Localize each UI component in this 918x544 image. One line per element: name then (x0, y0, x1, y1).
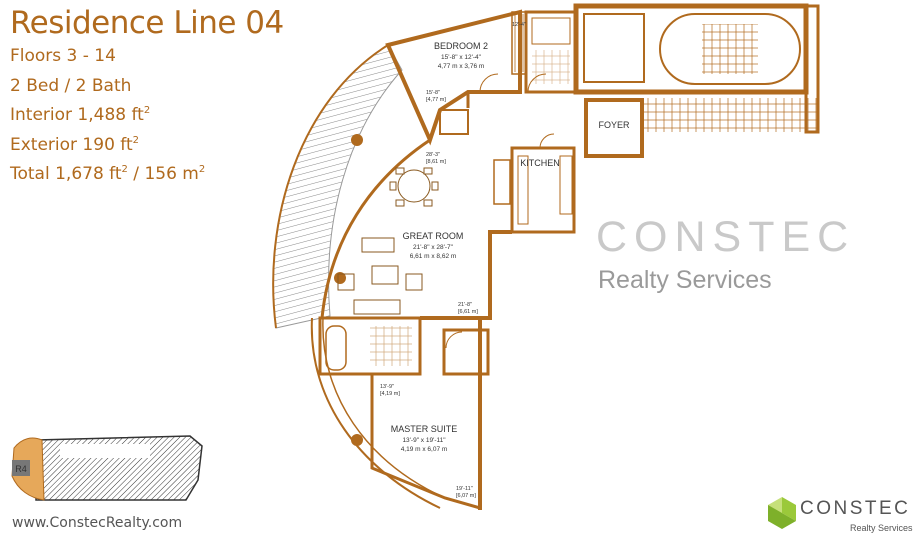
bedroom-2-walls (385, 9, 522, 146)
column (351, 134, 363, 146)
dim-label: [4,77 m] (426, 97, 446, 103)
great-room-label: GREAT ROOM (403, 231, 464, 241)
balcony-outer-edge (272, 44, 389, 329)
total-area: Total 1,678 ft2 / 156 m2 (10, 160, 284, 190)
master-suite-metric: 4,19 m x 6,07 m (401, 446, 448, 453)
dim-label: 15'-8" (426, 90, 440, 96)
exterior-text: Exterior 190 ft (10, 134, 133, 155)
interior-area: Interior 1,488 ft2 (10, 101, 284, 131)
great-room-east-wall (420, 230, 512, 320)
great-room-metric: 6,61 m x 8,62 m (410, 253, 457, 260)
great-room-curved-wall (320, 138, 431, 319)
bedroom-2-label: BEDROOM 2 (434, 41, 488, 51)
great-room-imperial: 21'-8" x 28'-7" (413, 244, 454, 251)
master-bath-walls (318, 316, 422, 376)
dim-label: 28'-3" (426, 152, 440, 158)
kitchen-label: KITCHEN (520, 158, 560, 168)
master-suite-label: MASTER SUITE (391, 424, 458, 434)
dim-label: [6,07 m] (456, 493, 476, 499)
dim-label: 19'-11" (456, 486, 473, 492)
total-metric: / 156 m (127, 164, 199, 184)
bedroom-2-metric: 4,77 m x 3,76 m (438, 63, 485, 70)
exterior-area: Exterior 190 ft2 (10, 131, 284, 161)
key-plan: R4 (11, 435, 203, 501)
dim-label: 21'-8" (458, 302, 472, 308)
sup: 2 (143, 105, 151, 116)
living-furniture (337, 237, 423, 315)
dim-label: 13'-9" (380, 384, 394, 390)
sup: 2 (121, 164, 128, 175)
dim-label: [6,61 m] (458, 309, 478, 315)
inner-arc-lower (322, 317, 446, 499)
stair-well (659, 13, 801, 85)
total-text: Total 1,678 ft (10, 164, 122, 184)
column (351, 434, 363, 446)
dim-label: 12'-4" (512, 22, 526, 28)
outer-arc-lower (310, 317, 441, 509)
website-link[interactable]: www.ConstecRealty.com (12, 515, 183, 531)
dining-set (389, 167, 439, 207)
core-walls (573, 3, 809, 95)
floors-text: Floors 3 - 14 (10, 46, 116, 66)
dim-label: [4,19 m] (380, 391, 400, 397)
logo-name: CONSTEC (800, 498, 911, 519)
residence-title: Residence Line 04 (10, 5, 284, 41)
corridor-grid (642, 98, 818, 132)
kitchen-walls (510, 146, 576, 234)
bed-bath-text: 2 Bed / 2 Bath (10, 75, 132, 96)
key-plan-label: R4 (15, 464, 27, 474)
constec-logo-icon (768, 497, 796, 529)
bedroom-2-imperial: 15'-8" x 12'-4" (441, 54, 482, 61)
dim-label: [8,61 m] (426, 159, 446, 165)
sup: 2 (198, 164, 206, 175)
master-suite-imperial: 13'-9" x 19'-11" (402, 437, 446, 444)
column (334, 272, 346, 284)
foyer-label: FOYER (598, 120, 630, 130)
sup: 2 (132, 134, 140, 146)
logo-sub: Realty Services (850, 523, 913, 533)
interior-text: Interior 1,488 ft (10, 105, 144, 125)
hall-closet (439, 109, 469, 135)
residence-info: Residence Line 04 Floors 3 - 14 2 Bed / … (10, 4, 284, 190)
